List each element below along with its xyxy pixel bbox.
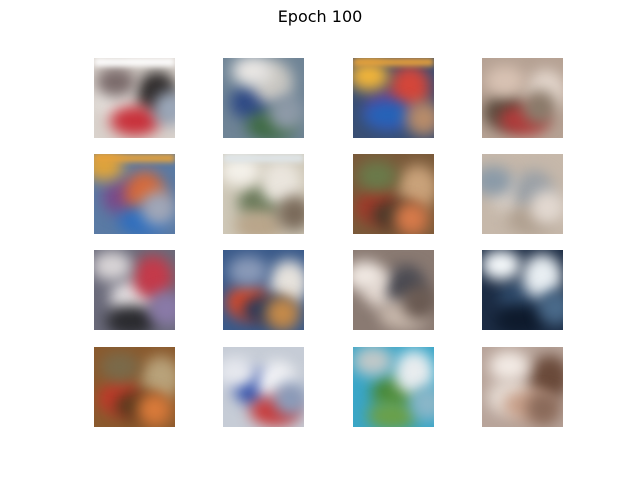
image-texture bbox=[96, 67, 136, 97]
generated-sample-image bbox=[482, 58, 563, 138]
image-texture bbox=[265, 296, 300, 330]
image-texture bbox=[363, 100, 413, 130]
figure-title: Epoch 100 bbox=[277, 7, 363, 26]
image-texture bbox=[367, 401, 417, 427]
image-texture bbox=[277, 196, 304, 231]
image-texture bbox=[522, 90, 557, 125]
generated-sample-image bbox=[94, 347, 175, 427]
image-top-band bbox=[94, 58, 175, 66]
generated-sample-image bbox=[223, 58, 304, 138]
image-texture bbox=[482, 166, 513, 196]
image-texture bbox=[482, 250, 521, 280]
generated-sample-image bbox=[223, 250, 304, 330]
generated-sample-image bbox=[223, 347, 304, 427]
generated-sample-image bbox=[353, 347, 434, 427]
image-texture bbox=[228, 256, 268, 286]
generated-sample-image bbox=[482, 250, 563, 330]
image-texture bbox=[110, 106, 160, 136]
generated-sample-image bbox=[482, 154, 563, 234]
image-texture bbox=[137, 392, 172, 427]
image-texture bbox=[489, 351, 529, 381]
generated-sample-image bbox=[94, 154, 175, 234]
image-top-band bbox=[94, 154, 175, 162]
image-texture bbox=[410, 386, 434, 421]
image-texture bbox=[538, 290, 563, 325]
image-texture bbox=[223, 357, 256, 387]
image-top-band bbox=[353, 58, 434, 66]
generated-sample-image bbox=[353, 250, 434, 330]
image-texture bbox=[269, 96, 304, 131]
image-texture bbox=[485, 66, 525, 96]
image-texture bbox=[106, 306, 156, 330]
generated-sample-image bbox=[223, 154, 304, 234]
image-texture bbox=[394, 201, 429, 234]
image-texture bbox=[357, 161, 397, 191]
image-texture bbox=[94, 251, 132, 281]
generated-sample-image bbox=[94, 58, 175, 138]
image-texture bbox=[353, 347, 393, 376]
image-texture bbox=[234, 211, 284, 234]
image-texture bbox=[353, 61, 389, 91]
image-texture bbox=[353, 261, 385, 291]
generated-sample-image bbox=[353, 58, 434, 138]
image-texture bbox=[273, 381, 304, 416]
generated-sample-image bbox=[353, 154, 434, 234]
image-texture bbox=[406, 101, 434, 136]
image-texture bbox=[232, 58, 272, 86]
image-texture bbox=[100, 352, 140, 382]
generated-sample-image bbox=[482, 347, 563, 427]
generated-sample-image bbox=[94, 250, 175, 330]
image-texture bbox=[153, 91, 175, 126]
image-texture bbox=[402, 285, 434, 320]
image-texture bbox=[526, 391, 561, 426]
image-texture bbox=[530, 190, 563, 225]
image-texture bbox=[495, 305, 545, 330]
image-texture bbox=[149, 291, 175, 326]
image-texture bbox=[141, 191, 175, 226]
image-top-band bbox=[223, 154, 304, 162]
